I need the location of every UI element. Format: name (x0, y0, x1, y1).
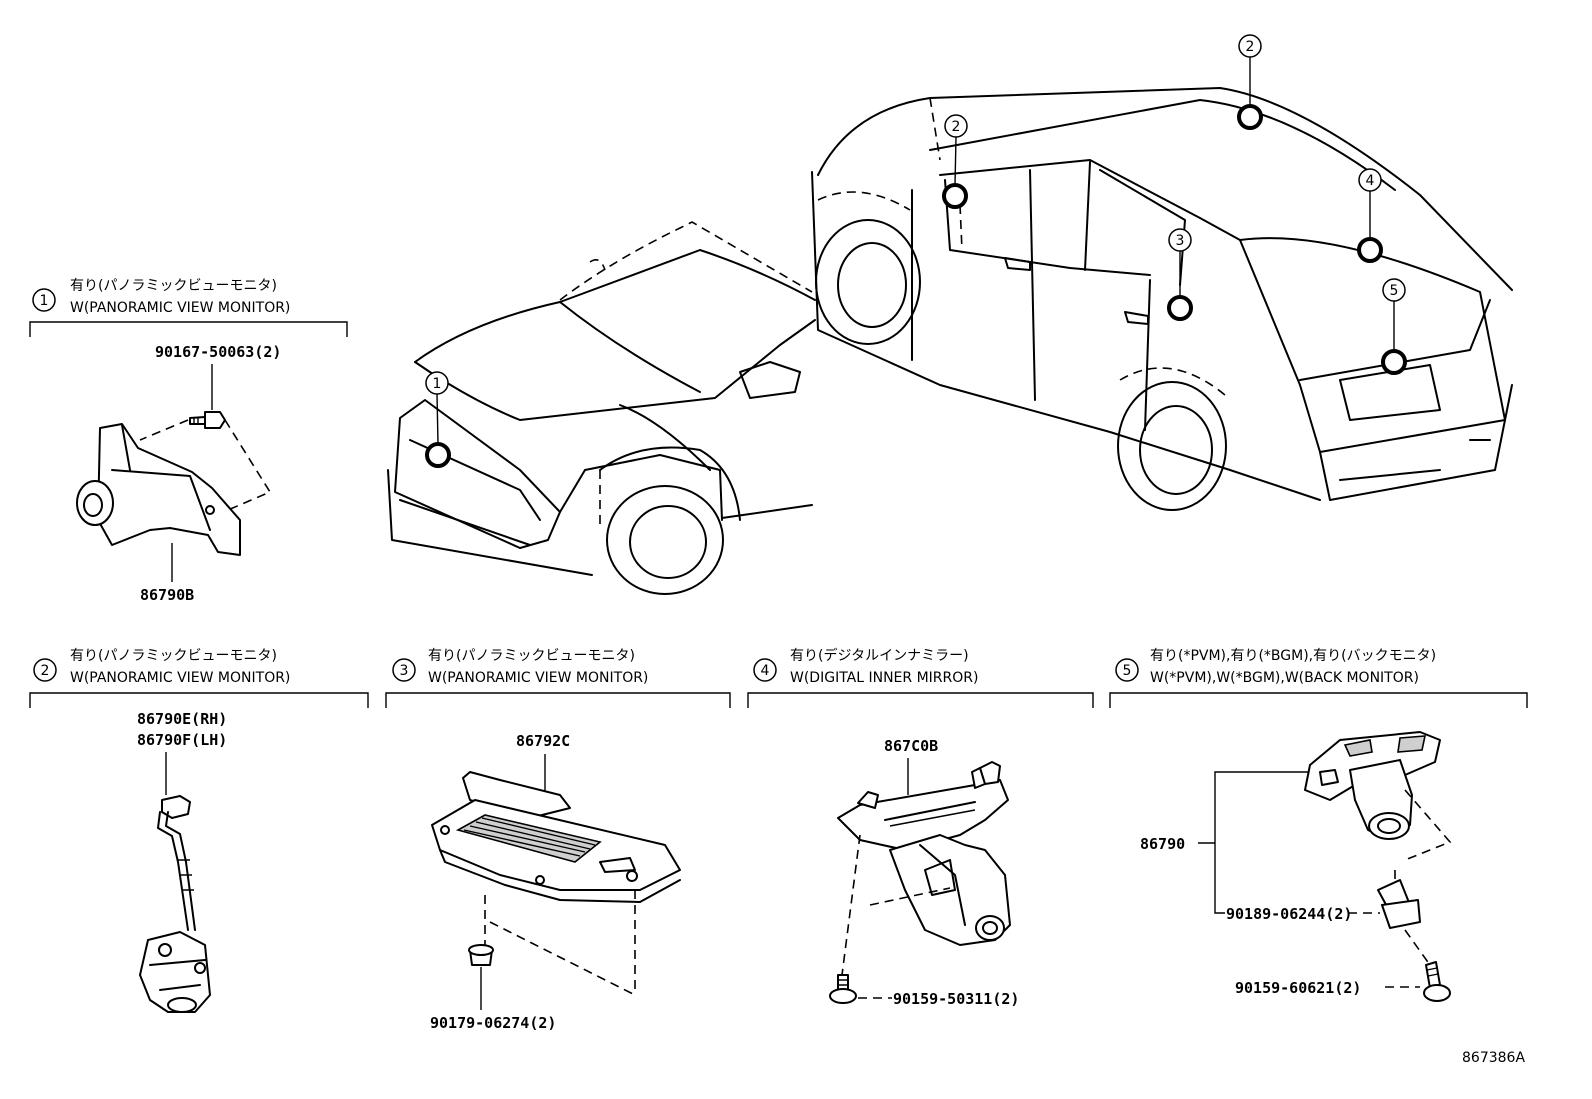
callout-2-left[interactable]: 2 (942, 114, 968, 251)
part-number[interactable]: 90167-50063(2) (155, 343, 281, 361)
part-number[interactable]: 90189-06244(2) (1226, 905, 1352, 923)
section-label-en: W(PANORAMIC VIEW MONITOR) (70, 670, 290, 686)
camera-location-marker (425, 442, 451, 468)
part-number[interactable]: 86790F(LH) (137, 731, 227, 749)
part-number[interactable]: 86792C (516, 732, 570, 750)
ecu-location-marker (1167, 295, 1193, 321)
svg-text:1: 1 (433, 376, 442, 392)
section-4: 4 有り(デジタルインナミラー) W(DIGITAL INNER MIRROR)… (747, 647, 1094, 1008)
section-1: 1 有り(パノラミックビューモニタ) W(PANORAMIC VIEW MONI… (29, 278, 348, 604)
section-number-badge (753, 658, 777, 682)
section-label-jp: 有り(パノラミックビューモニタ) (70, 648, 277, 664)
mirror-camera-bracket-icon (837, 761, 1011, 946)
svg-text:2: 2 (1246, 39, 1255, 55)
back-camera-icon (1304, 731, 1441, 840)
svg-text:2: 2 (41, 663, 50, 679)
vehicle-callouts: 1 2 2 3 4 (425, 34, 1407, 468)
part-number[interactable]: 90179-06274(2) (430, 1014, 556, 1032)
section-number-badge (1115, 658, 1139, 682)
front-vehicle-illustration (387, 221, 816, 595)
part-number[interactable]: 86790E(RH) (137, 710, 227, 728)
illustration-id: 867386A (1462, 1050, 1525, 1066)
bolt-icon (189, 411, 226, 429)
section-2: 2 有り(パノラミックビューモニタ) W(PANORAMIC VIEW MONI… (29, 648, 369, 1013)
section-label-en: W(DIGITAL INNER MIRROR) (790, 670, 978, 686)
rear-vehicle-illustration (811, 87, 1513, 511)
section-label-jp: 有り(デジタルインナミラー) (790, 647, 969, 664)
section-label-en: W(PANORAMIC VIEW MONITOR) (70, 300, 290, 316)
section-label-jp: 有り(パノラミックビューモニタ) (428, 648, 635, 664)
camera-location-marker (1237, 104, 1263, 130)
ecu-module-icon (431, 771, 681, 903)
callout-2-right[interactable]: 2 (1237, 34, 1263, 130)
section-number-badge (32, 288, 56, 312)
section-label-en: W(*PVM),W(*BGM),W(BACK MONITOR) (1150, 670, 1419, 686)
section-label-jp: 有り(パノラミックビューモニタ) (70, 278, 277, 294)
callout-4[interactable]: 4 (1357, 168, 1383, 263)
callout-5[interactable]: 5 (1381, 278, 1407, 375)
svg-text:3: 3 (1176, 233, 1185, 249)
svg-text:2: 2 (952, 119, 961, 135)
section-label-en: W(PANORAMIC VIEW MONITOR) (428, 670, 648, 686)
section-3: 3 有り(パノラミックビューモニタ) W(PANORAMIC VIEW MONI… (385, 648, 731, 1032)
camera-location-marker (942, 183, 968, 209)
retainer-clip-icon (1377, 879, 1421, 929)
part-number[interactable]: 86790 (1140, 835, 1185, 853)
callout-3[interactable]: 3 (1167, 228, 1193, 321)
svg-text:3: 3 (400, 663, 409, 679)
section-5: 5 有り(*PVM),有り(*BGM),有り(バックモニタ) W(*PVM),W… (1109, 648, 1528, 1002)
svg-text:4: 4 (1366, 173, 1375, 189)
camera-location-marker (1381, 349, 1407, 375)
svg-text:1: 1 (40, 293, 49, 309)
part-number[interactable]: 90159-60621(2) (1235, 979, 1361, 997)
svg-text:4: 4 (761, 663, 770, 679)
screw-icon (1423, 961, 1451, 1002)
front-camera-icon (76, 423, 241, 556)
svg-text:5: 5 (1123, 663, 1132, 679)
part-number[interactable]: 867C0B (884, 737, 938, 755)
screw-icon (829, 974, 857, 1004)
callout-1[interactable]: 1 (425, 371, 451, 468)
part-number[interactable]: 90159-50311(2) (893, 990, 1019, 1008)
section-number-badge (33, 658, 57, 682)
section-number-badge (392, 658, 416, 682)
side-camera-icon (139, 795, 211, 1013)
clip-icon (468, 944, 494, 966)
mirror-location-marker (1357, 237, 1383, 263)
section-label-jp: 有り(*PVM),有り(*BGM),有り(バックモニタ) (1150, 648, 1436, 664)
svg-text:5: 5 (1390, 283, 1399, 299)
part-number[interactable]: 86790B (140, 586, 194, 604)
